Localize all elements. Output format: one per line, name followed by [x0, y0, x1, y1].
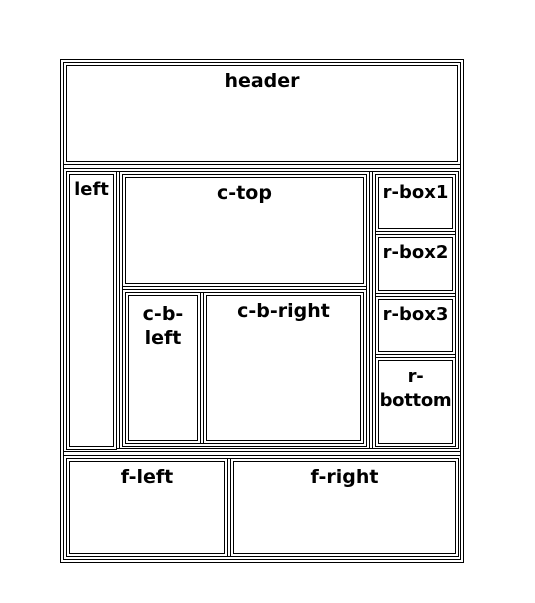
content-top-box: c-top	[122, 174, 367, 287]
left-label: left	[74, 179, 109, 200]
header-box: header	[63, 62, 461, 165]
right-bottom-label: r-bottom	[379, 366, 452, 411]
right-box-3-label: r-box3	[382, 304, 449, 325]
footer-right-box: f-right	[230, 458, 459, 557]
right-box-2-label: r-box2	[382, 242, 449, 263]
footer-right-label: f-right	[310, 466, 379, 488]
header-label: header	[224, 70, 300, 92]
content-top-label: c-top	[217, 182, 272, 204]
right-box-2: r-box2	[375, 234, 456, 294]
right-box-1: r-box1	[375, 174, 456, 232]
content-bottom-left-box: c-b-left	[125, 292, 201, 444]
right-box-1-label: r-box1	[382, 182, 449, 203]
left-box: left	[66, 171, 117, 450]
footer-left-label: f-left	[120, 466, 174, 488]
content-bottom-left-label: c-b-left	[142, 303, 184, 349]
footer-left-box: f-left	[66, 458, 228, 557]
content-bottom-right-label: c-b-right	[237, 300, 330, 322]
right-bottom-box: r-bottom	[375, 357, 456, 447]
content-bottom-right-box: c-b-right	[203, 292, 364, 444]
right-box-3: r-box3	[375, 296, 456, 355]
